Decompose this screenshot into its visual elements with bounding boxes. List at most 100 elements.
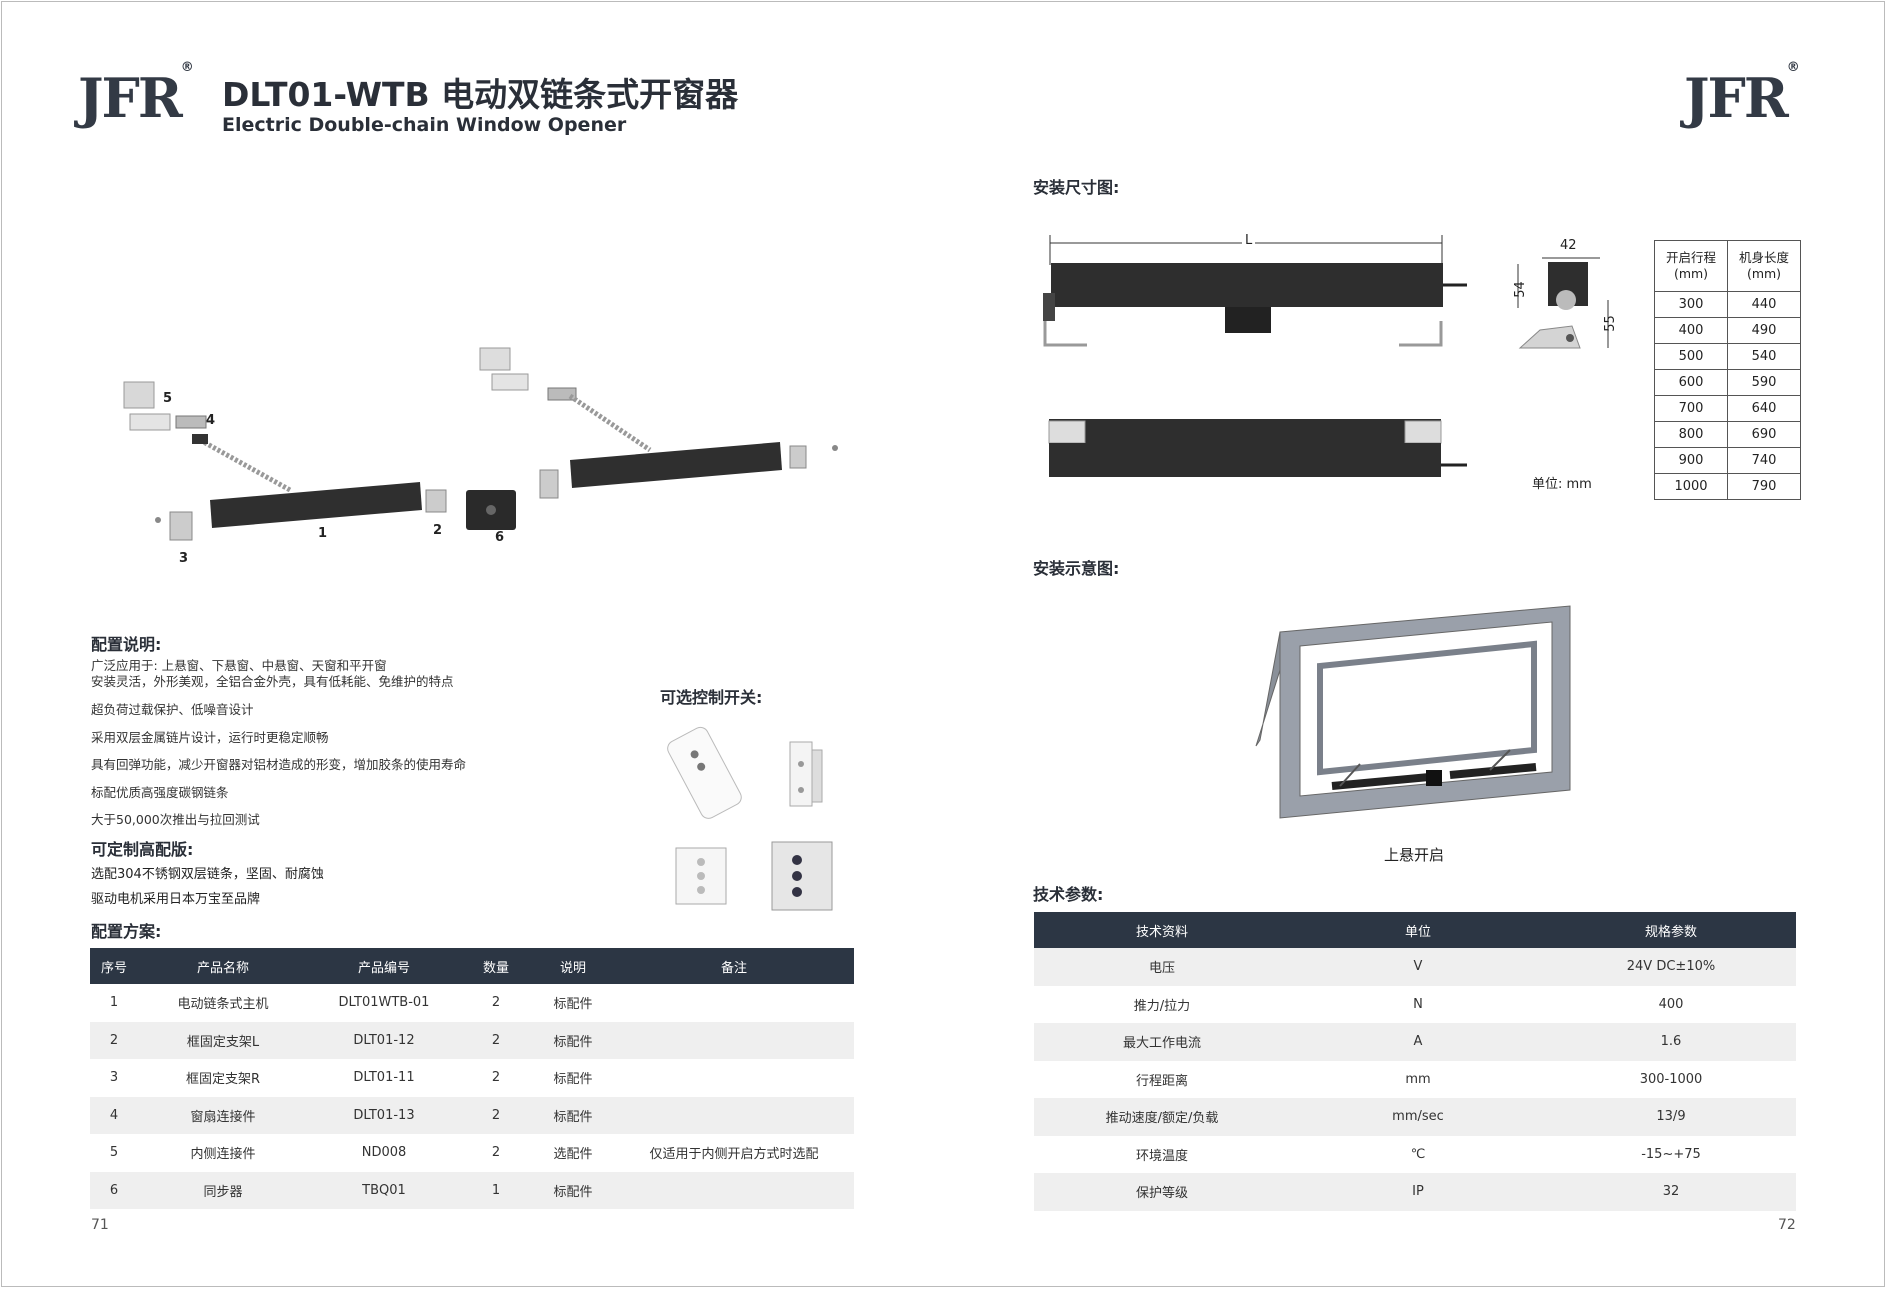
cell-unit: mm (1405, 1071, 1431, 1087)
dim-label-42: 42 (1560, 238, 1577, 253)
cell-remark (614, 1096, 854, 1134)
cell-product-name: 电动链条式主机 (177, 997, 269, 1013)
registered-mark: ® (1786, 60, 1800, 75)
connector-4 (175, 415, 207, 429)
cell-stroke: 600 (1654, 369, 1728, 396)
switch-button-icon (697, 858, 705, 866)
col-header-length: 机身长度(mm) (1727, 240, 1801, 292)
table-header-row: 技术资料 单位 规格参数 (1034, 912, 1796, 948)
cell-product-code: TBQ01 (308, 1171, 460, 1209)
callout-6: 6 (495, 530, 505, 545)
cell-unit: IP (1290, 1173, 1546, 1211)
cell-item: 行程距离 (1135, 1073, 1188, 1089)
cell-value: 1.6 (1546, 1023, 1796, 1061)
cell-unit: N (1413, 996, 1423, 1012)
col-header: 产品名称 (138, 948, 308, 984)
dimension-drawing-side (1517, 257, 1609, 349)
cell-index: 2 (90, 1021, 138, 1059)
config-desc-heading: 配置说明: (91, 635, 162, 654)
cell-index: 6 (90, 1171, 138, 1209)
cell-index: 5 (109, 1145, 119, 1161)
install-chain (1339, 763, 1361, 787)
cell-stroke: 500 (1654, 343, 1728, 370)
logo-right: JFR® (1684, 60, 1800, 130)
table-row: 6 同步器 TBQ01 1 标配件 (90, 1171, 854, 1209)
config-desc-line: 具有回弹功能，减少开窗器对铝材造成的形变，增加胶条的使用寿命 (91, 757, 467, 772)
cell-quantity: 2 (491, 1145, 501, 1161)
actuator-body-bottom (1049, 443, 1441, 477)
table-header-row: 序号 产品名称 产品编号 数量 说明 备注 (90, 948, 854, 984)
cell-product-name: 框固定支架R (185, 1072, 261, 1088)
switches-heading: 可选控制开关: (660, 688, 763, 707)
config-desc-line: 采用双层金属链片设计，运行时更稳定顺畅 (91, 730, 329, 745)
bracket-5 (123, 381, 155, 409)
install-actuator-right (1449, 763, 1537, 779)
switch-button-icon (792, 871, 802, 881)
screw-icon (1566, 334, 1574, 342)
chain-end-left (192, 434, 208, 444)
cell-unit: V (1290, 948, 1546, 986)
cell-quantity: 2 (460, 1096, 532, 1134)
cell-value: 24V DC±10% (1546, 948, 1796, 986)
cell-quantity: 2 (491, 995, 501, 1011)
cell-value: 13/9 (1546, 1098, 1796, 1136)
cell-product-code: DLT01-13 (308, 1096, 460, 1134)
callout-4: 4 (206, 413, 216, 428)
cell-value: 400 (1658, 996, 1684, 1012)
chain-outlet (1225, 307, 1271, 333)
config-plan-table: 序号 产品名称 产品编号 数量 说明 备注 1 电动链条式主机 DLT01WTB… (90, 948, 854, 1209)
actuator-right (570, 442, 782, 488)
col-header-stroke: 开启行程(mm) (1654, 240, 1728, 292)
wall-switch-small (789, 741, 823, 807)
config-plan-heading: 配置方案: (91, 922, 162, 941)
chain-left (198, 437, 292, 493)
install-heading: 安装示意图: (1033, 559, 1120, 578)
chain-wheel-icon (1556, 290, 1576, 310)
page-number-right: 72 (1778, 1217, 1796, 1233)
cell-length: 590 (1727, 369, 1801, 396)
dimension-heading: 安装尺寸图: (1033, 178, 1120, 197)
cell-note: 标配件 (553, 1072, 593, 1088)
cell-item: 环境温度 (1135, 1148, 1188, 1164)
cell-quantity: 2 (460, 1021, 532, 1059)
logo-text: JFR (78, 66, 183, 130)
cell-product-name: 内侧连接件 (190, 1147, 256, 1163)
bracket-3-right (539, 469, 559, 499)
col-header: 序号 (90, 948, 138, 984)
cell-unit: mm/sec (1290, 1098, 1546, 1136)
col-header: 说明 (532, 948, 614, 984)
cell-value: 32 (1546, 1173, 1796, 1211)
cell-product-name: 同步器 (138, 1171, 308, 1209)
cell-product-code: DLT01-12 (308, 1021, 460, 1059)
table-row: 1 电动链条式主机 DLT01WTB-01 2 标配件 (90, 984, 854, 1022)
remote-control (667, 726, 742, 819)
col-header: 规格参数 (1546, 912, 1796, 948)
page-number-left: 71 (91, 1217, 109, 1233)
install-diagram (1255, 605, 1571, 819)
table-row: 3 框固定支架R DLT01-11 2 标配件 (90, 1059, 854, 1097)
cell-note: 标配件 (532, 1096, 614, 1134)
cell-quantity: 2 (491, 1070, 501, 1086)
cell-stroke: 800 (1654, 421, 1728, 448)
end-cap (1043, 293, 1055, 321)
config-desc-line: 广泛应用于: 上悬窗、下悬窗、中悬窗、天窗和平开窗 (91, 658, 387, 673)
cell-index: 1 (109, 995, 119, 1011)
col-header: 技术资料 (1034, 912, 1290, 948)
callout-2: 2 (433, 523, 443, 538)
cell-item: 推力/拉力 (1133, 998, 1191, 1014)
cell-stroke: 900 (1654, 447, 1728, 474)
cell-length: 790 (1727, 473, 1801, 500)
product-exploded-illustration (123, 347, 838, 541)
dimension-drawing-front (1043, 235, 1467, 477)
cell-unit: ℃ (1410, 1146, 1426, 1162)
